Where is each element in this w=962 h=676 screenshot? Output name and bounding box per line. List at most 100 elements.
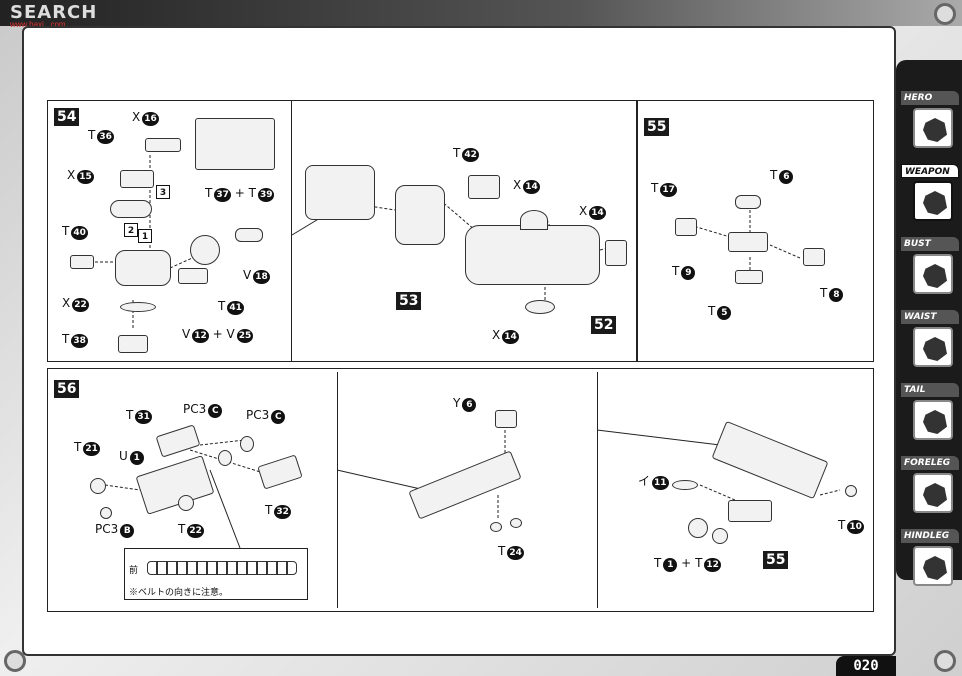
part <box>495 410 517 428</box>
note-front: 前 <box>129 565 139 575</box>
part <box>100 507 112 519</box>
sidebar-thumbnail <box>913 546 953 586</box>
sidebar-item-label: WAIST <box>901 310 959 324</box>
sidebar-item-hindleg[interactable]: HINDLEG <box>901 529 959 595</box>
part <box>190 235 220 265</box>
sidebar-thumbnail <box>913 327 953 367</box>
sidebar-thumbnail <box>913 108 953 148</box>
part <box>735 195 761 209</box>
sub-step-1: 1 <box>138 228 152 243</box>
part <box>118 335 148 353</box>
step-number: 56 <box>54 380 80 398</box>
sidebar-item-label: HERO <box>901 91 959 105</box>
sidebar-item-label: WEAPON <box>901 164 959 178</box>
part <box>605 240 627 266</box>
sidebar-item-label: BUST <box>901 237 959 251</box>
header-subtitle: www.baxi...com <box>10 20 66 29</box>
part <box>728 232 768 252</box>
part <box>178 268 208 284</box>
divider <box>597 372 598 608</box>
part <box>525 300 555 314</box>
part <box>145 138 181 152</box>
part-icon <box>923 410 947 434</box>
sub-step-3: 3 <box>156 184 170 199</box>
divider <box>337 372 338 608</box>
belt-diagram <box>147 561 297 575</box>
sidebar-item-foreleg[interactable]: FORELEG <box>901 456 959 522</box>
sidebar-item-label: HINDLEG <box>901 529 959 543</box>
note-text: ※ベルトの向きに注意。 <box>129 587 229 597</box>
part <box>110 200 152 218</box>
part-icon <box>923 337 947 361</box>
sidebar-thumbnail <box>913 400 953 440</box>
sidebar-item-hero[interactable]: HERO <box>901 91 959 157</box>
part <box>235 228 263 242</box>
step-number: 55 <box>763 551 789 569</box>
part <box>688 518 708 538</box>
sidebar-thumbnail <box>913 473 953 513</box>
header-title: SEARCH <box>10 2 98 23</box>
part <box>120 302 156 312</box>
step-number: 53 <box>396 292 422 310</box>
part <box>240 436 254 452</box>
part-icon <box>923 556 947 580</box>
part <box>115 250 171 286</box>
page-number: 020 <box>836 656 896 676</box>
gear-icon <box>934 650 956 672</box>
part <box>178 495 194 511</box>
part <box>735 270 763 284</box>
sidebar-item-tail[interactable]: TAIL <box>901 383 959 449</box>
sidebar-item-weapon[interactable]: WEAPON <box>901 164 959 230</box>
part <box>510 518 522 528</box>
sidebar-thumbnail <box>913 254 953 294</box>
sidebar-item-bust[interactable]: BUST <box>901 237 959 303</box>
part <box>70 255 94 269</box>
warning-icon <box>712 528 728 544</box>
part <box>218 450 232 466</box>
step-number: 55 <box>644 118 670 136</box>
part <box>395 185 445 245</box>
part-icon <box>923 191 947 215</box>
sidebar-item-label: FORELEG <box>901 456 959 470</box>
part-icon <box>923 264 947 288</box>
sidebar-thumbnail <box>913 181 953 221</box>
part <box>803 248 825 266</box>
part <box>845 485 857 497</box>
header-bar: SEARCH www.baxi...com <box>0 0 962 29</box>
sidebar-item-label: TAIL <box>901 383 959 397</box>
part <box>490 522 502 532</box>
sidebar-item-waist[interactable]: WAIST <box>901 310 959 376</box>
step-number: 52 <box>591 316 617 334</box>
gear-icon <box>934 3 956 25</box>
part <box>468 175 500 199</box>
sub-step-2: 2 <box>124 222 138 237</box>
part <box>120 170 154 188</box>
part <box>520 210 548 230</box>
